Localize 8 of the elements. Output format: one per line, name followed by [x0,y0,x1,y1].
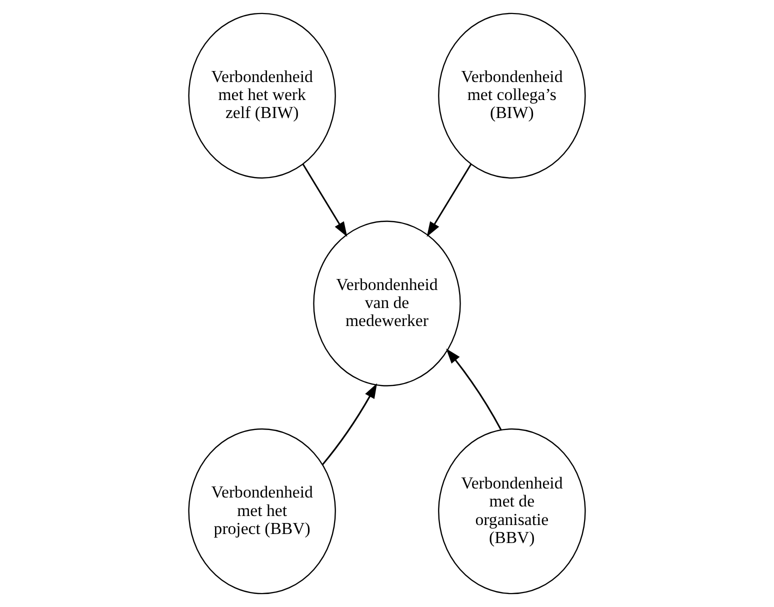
node-ellipse: Verbondenheid met het project (BBV) [188,428,336,594]
arrow [302,164,348,237]
node-ellipse: Verbondenheid met de organisatie (BBV) [438,428,586,594]
arrow [446,348,502,430]
node-ellipse: Verbondenheid met collega’s (BIW) [438,12,586,179]
node-ellipse: Verbondenheid met het werk zelf (BIW) [188,12,336,179]
arrow [322,383,378,466]
arrow [426,164,472,237]
